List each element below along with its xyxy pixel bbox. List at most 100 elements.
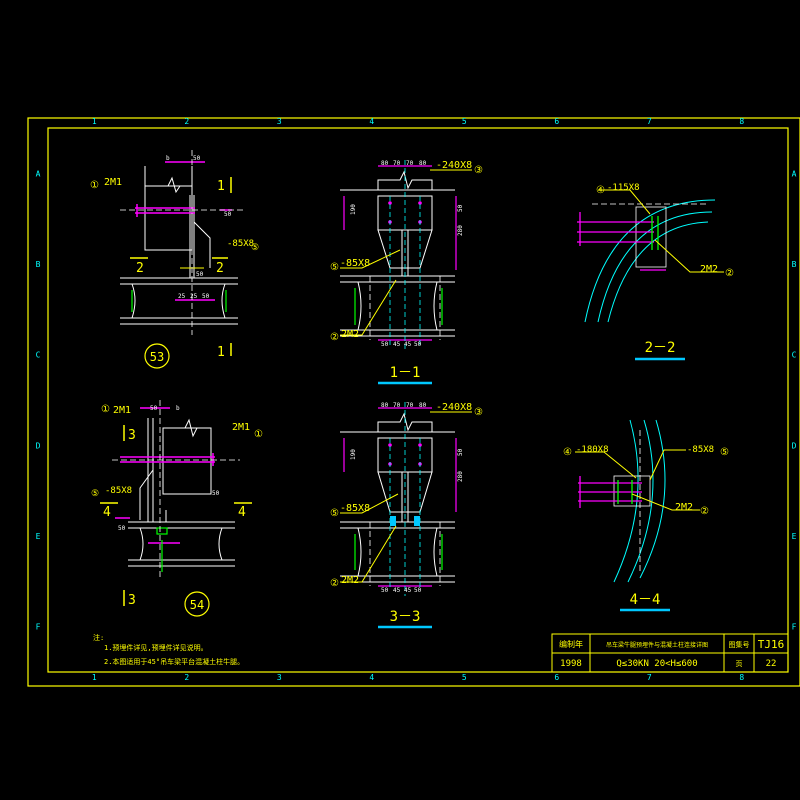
detail-54-section-side-r: 4 xyxy=(238,505,246,520)
section-2-2: ④ -115X8 2M2 ② 2－2 xyxy=(577,183,734,361)
grid-number-top-4: 4 xyxy=(369,117,374,126)
grid-number-bottom-4: 4 xyxy=(369,673,374,682)
section-1-1: 80 70 70 80 50 45 45 50 190 50 280 -240X… xyxy=(330,160,483,385)
grid-letter-right-D: D xyxy=(792,441,797,450)
s33-top-dim-2: 70 xyxy=(406,402,414,409)
s11-top-plate: -240X8 xyxy=(436,160,472,171)
grid-letter-left-D: D xyxy=(36,441,41,450)
grid-number-top-5: 5 xyxy=(462,117,467,126)
s33-bottom-dim-2: 45 xyxy=(404,587,412,594)
grid-letter-left-C: C xyxy=(36,351,41,360)
s11-side-plate: -85X8 xyxy=(340,258,370,269)
detail-54-section-side: 4 xyxy=(103,505,111,520)
s11-anchor: 2M2 xyxy=(341,329,359,340)
tb-label-left: 编制年 xyxy=(559,639,583,649)
detail-54-section-top: 3 xyxy=(128,428,136,443)
detail-53-section-top: 1 xyxy=(217,179,225,194)
detail-54-section-bottom: 3 xyxy=(128,593,136,608)
s11-title: 1－1 xyxy=(390,365,421,381)
detail-54-callout-left: 2M1 xyxy=(113,405,131,416)
grid-number-top-7: 7 xyxy=(647,117,652,126)
tb-spec: Q≤30KN 20<H≤600 xyxy=(616,659,697,669)
s22-title: 2－2 xyxy=(645,340,676,356)
s22-anchor-num: ② xyxy=(725,268,734,279)
detail-53-section-bottom: 1 xyxy=(217,345,225,360)
s44-side-plate: -85X8 xyxy=(687,445,714,455)
detail-53-plate-label: -85X8 xyxy=(227,239,254,249)
detail-53-dim-6: 50 xyxy=(202,293,210,300)
detail-53-section-side-r: 2 xyxy=(216,261,224,276)
s11-side-dim-2: 280 xyxy=(457,225,464,236)
detail-53-dim-b: b xyxy=(166,155,170,162)
s11-bottom-dim-0: 50 xyxy=(381,341,389,348)
s11-top-dim-2: 70 xyxy=(406,160,414,167)
tb-label-page: 页 xyxy=(736,660,743,668)
s33-side-dim-1: 50 xyxy=(457,448,464,456)
detail-53-callout: 2M1 xyxy=(104,177,122,188)
detail-53-dim-3: 50 xyxy=(196,271,204,278)
s22-plate-num: ④ xyxy=(596,185,605,196)
tb-year: 1998 xyxy=(560,659,582,669)
s11-bottom-dim-2: 45 xyxy=(404,341,412,348)
detail-53-dim-4: 25 xyxy=(178,293,186,300)
drawing-frame xyxy=(27,117,800,687)
grid-letter-left-A: A xyxy=(36,169,41,178)
grid-number-top-2: 2 xyxy=(184,117,189,126)
s33-bottom-dim-1: 45 xyxy=(393,587,401,594)
detail-54-dim-0: 50 xyxy=(150,405,158,412)
s33-bottom-dim-3: 50 xyxy=(414,587,422,594)
s11-top-dim-1: 70 xyxy=(393,160,401,167)
grid-letter-right-F: F xyxy=(792,623,797,632)
detail-53-dim-1: 50 xyxy=(193,155,201,162)
s33-bottom-dim-0: 50 xyxy=(381,587,389,594)
detail-53: ① 2M1 1 1 2 2 -85X8 ⑤ b 50 50 50 25 25 5… xyxy=(90,150,259,369)
detail-53-marker: 53 xyxy=(150,350,164,364)
detail-54-plate-label: -85X8 xyxy=(105,486,132,496)
s33-anchor-num: ② xyxy=(330,578,339,589)
s44-side-num: ⑤ xyxy=(720,447,729,458)
s44-plate-num: ④ xyxy=(563,447,572,458)
s22-anchor: 2M2 xyxy=(700,264,718,275)
s11-side-dim-0: 190 xyxy=(350,204,357,215)
grid-letter-left-F: F xyxy=(36,623,41,632)
detail-54-callout-num-r: ① xyxy=(254,429,263,440)
s33-side-plate: -85X8 xyxy=(340,503,370,514)
detail-54-marker: 54 xyxy=(190,598,204,612)
s33-top-num: ③ xyxy=(474,407,483,418)
section-4-4: ④ -180X8 -85X8 ⑤ 2M2 ② 4－4 xyxy=(563,419,729,612)
s11-side-num: ⑤ xyxy=(330,262,339,273)
grid-number-bottom-2: 2 xyxy=(184,673,189,682)
detail-54: ① 2M1 2M1 ① 3 3 4 4 ⑤ -85X8 50 b 50 50 5… xyxy=(91,400,263,617)
title-block: 编制年 1998 吊车梁牛腿预埋件与混凝土柱连接详图 Q≤30KN 20<H≤6… xyxy=(551,633,789,673)
tb-title: 吊车梁牛腿预埋件与混凝土柱连接详图 xyxy=(606,641,708,649)
detail-54-dim-2: 50 xyxy=(212,490,220,497)
s11-anchor-num: ② xyxy=(330,332,339,343)
grid-number-top-3: 3 xyxy=(277,117,282,126)
tb-label-code: 图集号 xyxy=(729,640,750,649)
grid-number-bottom-5: 5 xyxy=(462,673,467,682)
s33-top-dim-1: 70 xyxy=(393,402,401,409)
grid-letter-right-E: E xyxy=(792,532,797,541)
grid-number-bottom-7: 7 xyxy=(647,673,652,682)
notes-line-2: 2.本图适用于45°吊车梁平台混凝土柱牛腿。 xyxy=(104,657,244,666)
grid-letter-right-B: B xyxy=(792,260,797,269)
s33-top-dim-0: 80 xyxy=(381,402,389,409)
s33-title: 3－3 xyxy=(390,609,421,625)
s11-bottom-dim-3: 50 xyxy=(414,341,422,348)
s33-top-dim-3: 80 xyxy=(419,402,427,409)
s11-top-dim-0: 80 xyxy=(381,160,389,167)
detail-54-plate-num: ⑤ xyxy=(91,489,99,499)
grid-number-top-8: 8 xyxy=(739,117,744,126)
grid-letter-left-B: B xyxy=(36,260,41,269)
s33-side-num: ⑤ xyxy=(330,508,339,519)
notes-line-1: 1.预埋件详见,预埋件详见说明。 xyxy=(104,643,208,652)
notes: 注: 1.预埋件详见,预埋件详见说明。 2.本图适用于45°吊车梁平台混凝土柱牛… xyxy=(93,633,244,666)
detail-53-dim-5: 25 xyxy=(190,293,198,300)
detail-53-dim-2: 50 xyxy=(224,211,232,218)
detail-53-section-side: 2 xyxy=(136,261,144,276)
grid-letter-right-C: C xyxy=(792,351,797,360)
grid-letter-right-A: A xyxy=(792,169,797,178)
s11-bottom-dim-1: 45 xyxy=(393,341,401,348)
s44-plate: -180X8 xyxy=(576,445,609,455)
